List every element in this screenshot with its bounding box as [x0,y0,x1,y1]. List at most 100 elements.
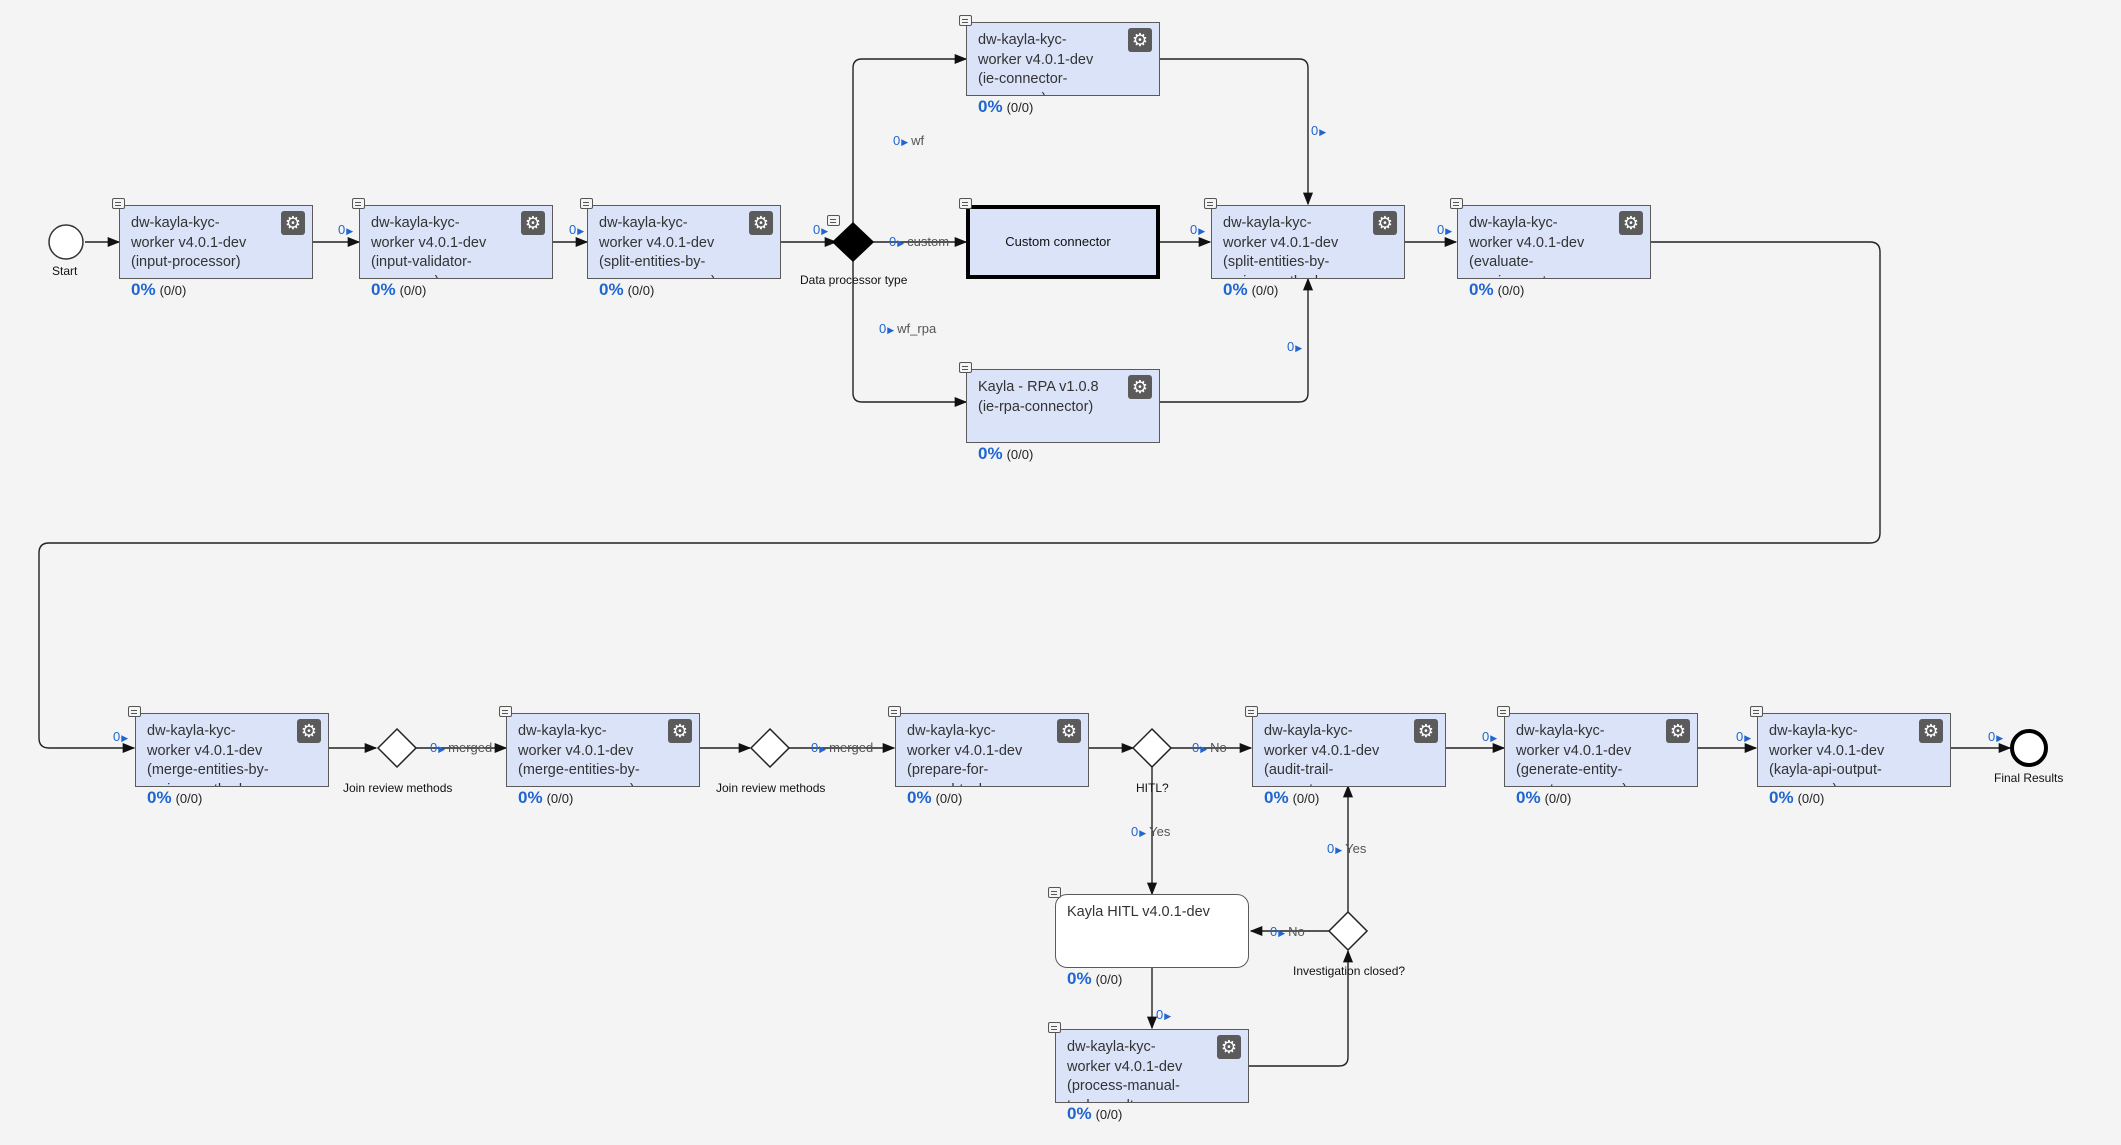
play-triangle-icon: ▶ [121,733,129,743]
task-n16[interactable]: dw-kayla-kyc-worker v4.0.1-dev (process-… [1055,1029,1249,1103]
task-marker-icon [1204,198,1217,209]
task-marker-icon [959,198,972,209]
task-n8[interactable]: dw-kayla-kyc-worker v4.0.1-dev (evaluate… [1457,205,1651,279]
gateway-investigation-closed[interactable] [1327,910,1369,952]
edge-g1-n6 [852,261,968,408]
edge-label-e-n3-g1[interactable]: 0▶ [813,222,831,237]
task-stats: 0%(0/0) [978,97,1033,117]
task-n9[interactable]: dw-kayla-kyc-worker v4.0.1-dev (merge-en… [135,713,329,787]
task-stats: 0%(0/0) [1769,788,1824,808]
gear-icon[interactable]: ⚙ [281,211,305,235]
play-triangle-icon: ▶ [1490,733,1498,743]
task-percent: 0% [978,97,1003,116]
task-marker-icon [888,706,901,717]
edge-count: 0 [1131,824,1139,839]
gear-icon[interactable]: ⚙ [1373,211,1397,235]
task-n6[interactable]: Kayla - RPA v1.0.8 (ie-rpa-connector) ⚙ [966,369,1160,443]
edge-label-e-g3-n11[interactable]: 0▶merged [811,740,873,755]
gear-icon[interactable]: ⚙ [1128,28,1152,52]
gear-icon[interactable]: ⚙ [521,211,545,235]
edge-label-e-g2-n10[interactable]: 0▶merged [430,740,492,755]
edge-label-e-g4-n15[interactable]: 0▶Yes [1131,824,1170,839]
gear-icon[interactable]: ⚙ [1414,719,1438,743]
gateway-data-processor-type[interactable] [831,221,875,263]
gear-icon[interactable]: ⚙ [749,211,773,235]
edge-label-e-g5-n15[interactable]: 0▶No [1270,924,1305,939]
task-n12[interactable]: dw-kayla-kyc-worker v4.0.1-dev (audit-tr… [1252,713,1446,787]
edge-label-e-n7-n8[interactable]: 0▶ [1437,222,1455,237]
edge-label-e-n8-n9[interactable]: 0▶ [113,729,131,744]
task-marker-icon [580,198,593,209]
start-label: Start [52,264,78,278]
task-n7[interactable]: dw-kayla-kyc-worker v4.0.1-dev (split-en… [1211,205,1405,279]
task-count: (0/0) [1251,283,1279,298]
task-percent: 0% [1067,969,1092,988]
edge-label-e-n12-n13[interactable]: 0▶ [1482,729,1500,744]
task-stats: 0%(0/0) [978,444,1033,464]
gateway-hitl[interactable] [1131,727,1173,769]
edge-label-e-n13-n14[interactable]: 0▶ [1736,729,1754,744]
task-label: Kayla - RPA v1.0.8 (ie-rpa-connector) [978,379,1099,415]
task-count: (0/0) [1095,972,1123,987]
task-count: (0/0) [1006,447,1034,462]
task-marker-icon [1750,706,1763,717]
gear-icon[interactable]: ⚙ [1217,1035,1241,1059]
edge-label-e-g1-n4[interactable]: 0▶wf [893,133,924,148]
gateway-join-review-methods-1[interactable] [376,727,418,769]
task-marker-icon [352,198,365,209]
gateway-label-investigation-closed: Investigation closed? [1293,964,1406,978]
edge-n6-n7 [1160,277,1314,403]
task-n3[interactable]: dw-kayla-kyc-worker v4.0.1-dev (split-en… [587,205,781,279]
task-n15[interactable]: Kayla HITL v4.0.1-dev [1055,894,1249,968]
edge-label-e-n14-end[interactable]: 0▶ [1988,729,2006,744]
edge-count: 0 [1437,222,1445,237]
task-n2[interactable]: dw-kayla-kyc-worker v4.0.1-dev (input-va… [359,205,553,279]
edge-label-e-g5-n12[interactable]: 0▶Yes [1327,841,1366,856]
task-n10[interactable]: dw-kayla-kyc-worker v4.0.1-dev (merge-en… [506,713,700,787]
gear-icon[interactable]: ⚙ [1057,719,1081,743]
task-percent: 0% [1223,280,1248,299]
edge-count: 0 [811,740,819,755]
edge-count: 0 [1156,1007,1164,1022]
task-n5[interactable]: Custom connector [966,205,1160,279]
task-percent: 0% [978,444,1003,463]
task-marker-icon [128,706,141,717]
task-stats: 0%(0/0) [1223,280,1278,300]
gear-icon[interactable]: ⚙ [1128,375,1152,399]
gear-icon[interactable]: ⚙ [297,719,321,743]
task-n13[interactable]: dw-kayla-kyc-worker v4.0.1-dev (generate… [1504,713,1698,787]
gateway-join-review-methods-2[interactable] [749,727,791,769]
edge-label-e-n1-n2[interactable]: 0▶ [338,222,356,237]
edge-label-e-n6-n7[interactable]: 0▶ [1287,339,1305,354]
task-count: (0/0) [175,791,203,806]
gear-icon[interactable]: ⚙ [668,719,692,743]
task-label: dw-kayla-kyc-worker v4.0.1-dev (split-en… [1223,215,1339,278]
edge-label-e-g1-n5[interactable]: 0▶custom [889,234,949,249]
play-triangle-icon: ▶ [1278,928,1286,938]
gear-icon[interactable]: ⚙ [1619,211,1643,235]
edge-n4-n7 [1160,58,1314,206]
edge-label-e-g1-n6[interactable]: 0▶wf_rpa [879,321,936,336]
edge-label-e-n2-n3[interactable]: 0▶ [569,222,587,237]
edge-label-e-n4-n7[interactable]: 0▶ [1311,123,1329,138]
task-n1[interactable]: dw-kayla-kyc-worker v4.0.1-dev (input-pr… [119,205,313,279]
task-n4[interactable]: dw-kayla-kyc-worker v4.0.1-dev (ie-conne… [966,22,1160,96]
task-count: (0/0) [935,791,963,806]
edge-label-e-n5-n7[interactable]: 0▶ [1190,222,1208,237]
play-triangle-icon: ▶ [1139,828,1147,838]
task-label: dw-kayla-kyc-worker v4.0.1-dev (merge-en… [147,723,269,786]
gear-icon[interactable]: ⚙ [1919,719,1943,743]
edge-count: 0 [113,729,121,744]
task-percent: 0% [1516,788,1541,807]
end-event[interactable] [2010,729,2048,767]
task-n11[interactable]: dw-kayla-kyc-worker v4.0.1-dev (prepare-… [895,713,1089,787]
edge-label-e-g4-n12[interactable]: 0▶No [1192,740,1227,755]
gear-icon[interactable]: ⚙ [1666,719,1690,743]
task-label: dw-kayla-kyc-worker v4.0.1-dev (ie-conne… [978,32,1094,95]
edge-label-e-n15-n16[interactable]: 0▶ [1156,1007,1174,1022]
edge-count: 0 [879,321,887,336]
start-event[interactable] [48,224,84,260]
edge-count: 0 [569,222,577,237]
task-n14[interactable]: dw-kayla-kyc-worker v4.0.1-dev (kayla-ap… [1757,713,1951,787]
task-marker-icon [1497,706,1510,717]
